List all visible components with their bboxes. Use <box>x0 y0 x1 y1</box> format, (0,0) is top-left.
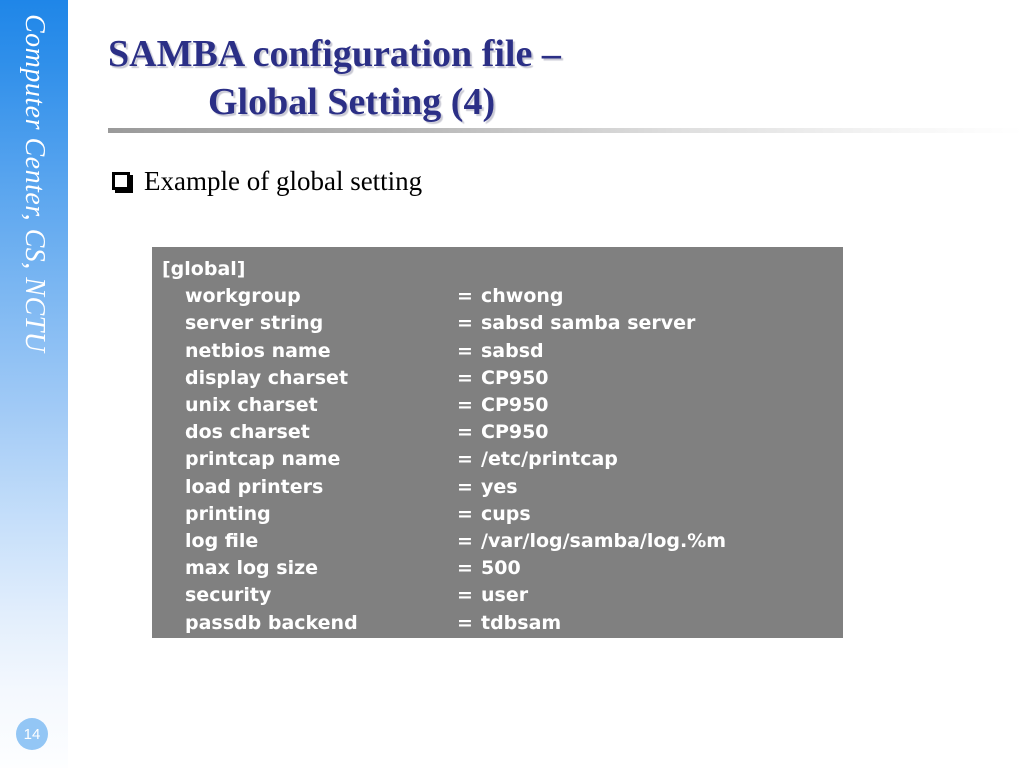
config-entry-separator: = <box>457 502 473 525</box>
config-entry-row: log file = /var/log/samba/log.%m <box>152 528 843 555</box>
config-entry-value: CP950 <box>481 394 549 417</box>
sidebar-branding-bar: Computer Center, CS, NCTU <box>0 0 68 768</box>
config-entry-separator: = <box>457 394 473 417</box>
config-entry-separator: = <box>457 475 473 498</box>
title-divider-rule <box>108 128 1024 133</box>
config-entry-value: CP950 <box>481 366 549 389</box>
sidebar-label-wrapper: Computer Center, CS, NCTU <box>0 0 68 560</box>
config-entry-separator: = <box>457 611 473 634</box>
config-entry-separator: = <box>457 312 473 335</box>
config-entry-key: max log size <box>185 557 319 580</box>
config-entry-value: tdbsam <box>481 611 562 634</box>
config-entry-value: sabsd samba server <box>481 312 696 335</box>
sidebar-organization-label: Computer Center, CS, NCTU <box>19 14 50 353</box>
slide-title-line-2: Global Setting (4) <box>208 81 496 123</box>
config-entry-separator: = <box>457 448 473 471</box>
config-entry-key: security <box>185 584 272 607</box>
config-entry-key: netbios name <box>185 339 331 362</box>
config-entry-list: workgroup = chwong server string = sabsd samb… <box>152 283 843 637</box>
config-entry-value: chwong <box>481 285 564 308</box>
slide-title: SAMBA configuration file – Global Settin… <box>108 30 988 126</box>
config-entry-row: passdb backend = tdbsam <box>152 610 843 637</box>
config-entry-row: display charset = CP950 <box>152 365 843 392</box>
hollow-square-bullet-icon <box>112 172 130 190</box>
config-entry-key: dos charset <box>185 421 310 444</box>
code-section-header-row: [global] <box>152 256 843 283</box>
config-entry-row: max log size = 500 <box>152 555 843 582</box>
config-entry-value: /var/log/samba/log.%m <box>481 530 727 553</box>
config-entry-value: CP950 <box>481 421 549 444</box>
config-entry-separator: = <box>457 530 473 553</box>
config-entry-separator: = <box>457 557 473 580</box>
config-entry-key: log file <box>185 530 259 553</box>
slide-title-line-1: SAMBA configuration file – <box>108 33 561 75</box>
config-entry-row: printcap name = /etc/printcap <box>152 446 843 473</box>
page-number-badge: 14 <box>16 718 48 750</box>
config-entry-row: printing = cups <box>152 501 843 528</box>
bullet-item-label: Example of global setting <box>144 166 423 196</box>
config-entry-value: yes <box>481 475 518 498</box>
config-entry-separator: = <box>457 339 473 362</box>
bullet-item: Example of global setting <box>112 166 422 196</box>
config-entry-row: load printers = yes <box>152 474 843 501</box>
config-entry-key: passdb backend <box>185 611 358 634</box>
config-entry-row: netbios name = sabsd <box>152 338 843 365</box>
config-entry-key: workgroup <box>185 285 301 308</box>
config-entry-row: security = user <box>152 582 843 609</box>
config-entry-row: unix charset = CP950 <box>152 392 843 419</box>
config-entry-separator: = <box>457 366 473 389</box>
config-entry-key: printcap name <box>185 448 341 471</box>
config-entry-row: workgroup = chwong <box>152 283 843 310</box>
config-entry-value: user <box>481 584 529 607</box>
config-entry-row: dos charset = CP950 <box>152 419 843 446</box>
code-section-header: [global] <box>162 258 246 280</box>
config-entry-separator: = <box>457 421 473 444</box>
config-entry-separator: = <box>457 584 473 607</box>
config-entry-value: 500 <box>481 557 521 580</box>
config-entry-key: display charset <box>185 366 349 389</box>
config-entry-value: sabsd <box>481 339 544 362</box>
config-entry-key: printing <box>185 502 271 525</box>
config-entry-value: /etc/printcap <box>481 448 618 471</box>
config-entry-row: server string = sabsd samba server <box>152 310 843 337</box>
config-entry-key: load printers <box>185 475 324 498</box>
config-entry-key: server string <box>185 312 324 335</box>
config-entry-key: unix charset <box>185 394 318 417</box>
config-entry-value: cups <box>481 502 531 525</box>
config-entry-separator: = <box>457 285 473 308</box>
